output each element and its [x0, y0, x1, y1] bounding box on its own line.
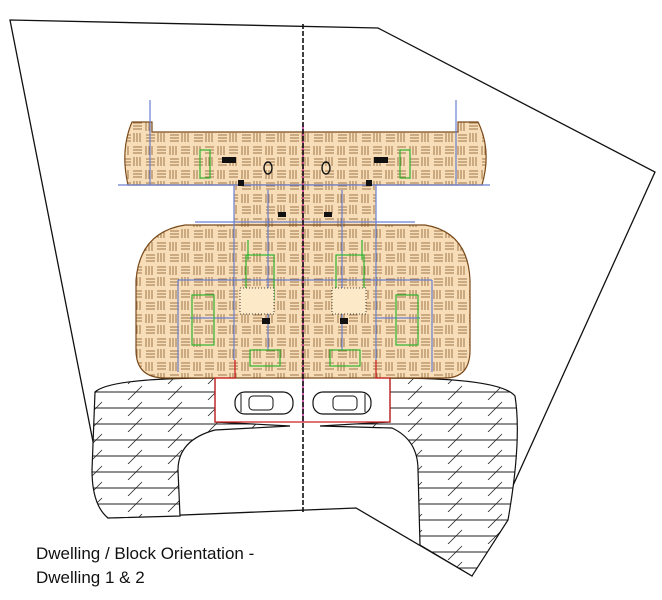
fixture-marks: [222, 157, 388, 324]
hatched-area-right: [319, 377, 518, 577]
caption-line-2: Dwelling 1 & 2: [36, 568, 145, 587]
toilet-marks: [263, 161, 331, 175]
hatched-area-left: [91, 377, 291, 519]
interior-walls: [118, 100, 490, 372]
bathroom-left: [239, 287, 275, 315]
drawing-caption: Dwelling / Block Orientation - Dwelling …: [36, 542, 254, 590]
caption-line-1: Dwelling / Block Orientation -: [36, 544, 255, 563]
car-icon: [234, 391, 294, 415]
car-icon: [312, 391, 372, 415]
upper-wing-floor: [124, 121, 487, 186]
bathroom-right: [331, 287, 367, 315]
fixtures: [191, 149, 419, 367]
